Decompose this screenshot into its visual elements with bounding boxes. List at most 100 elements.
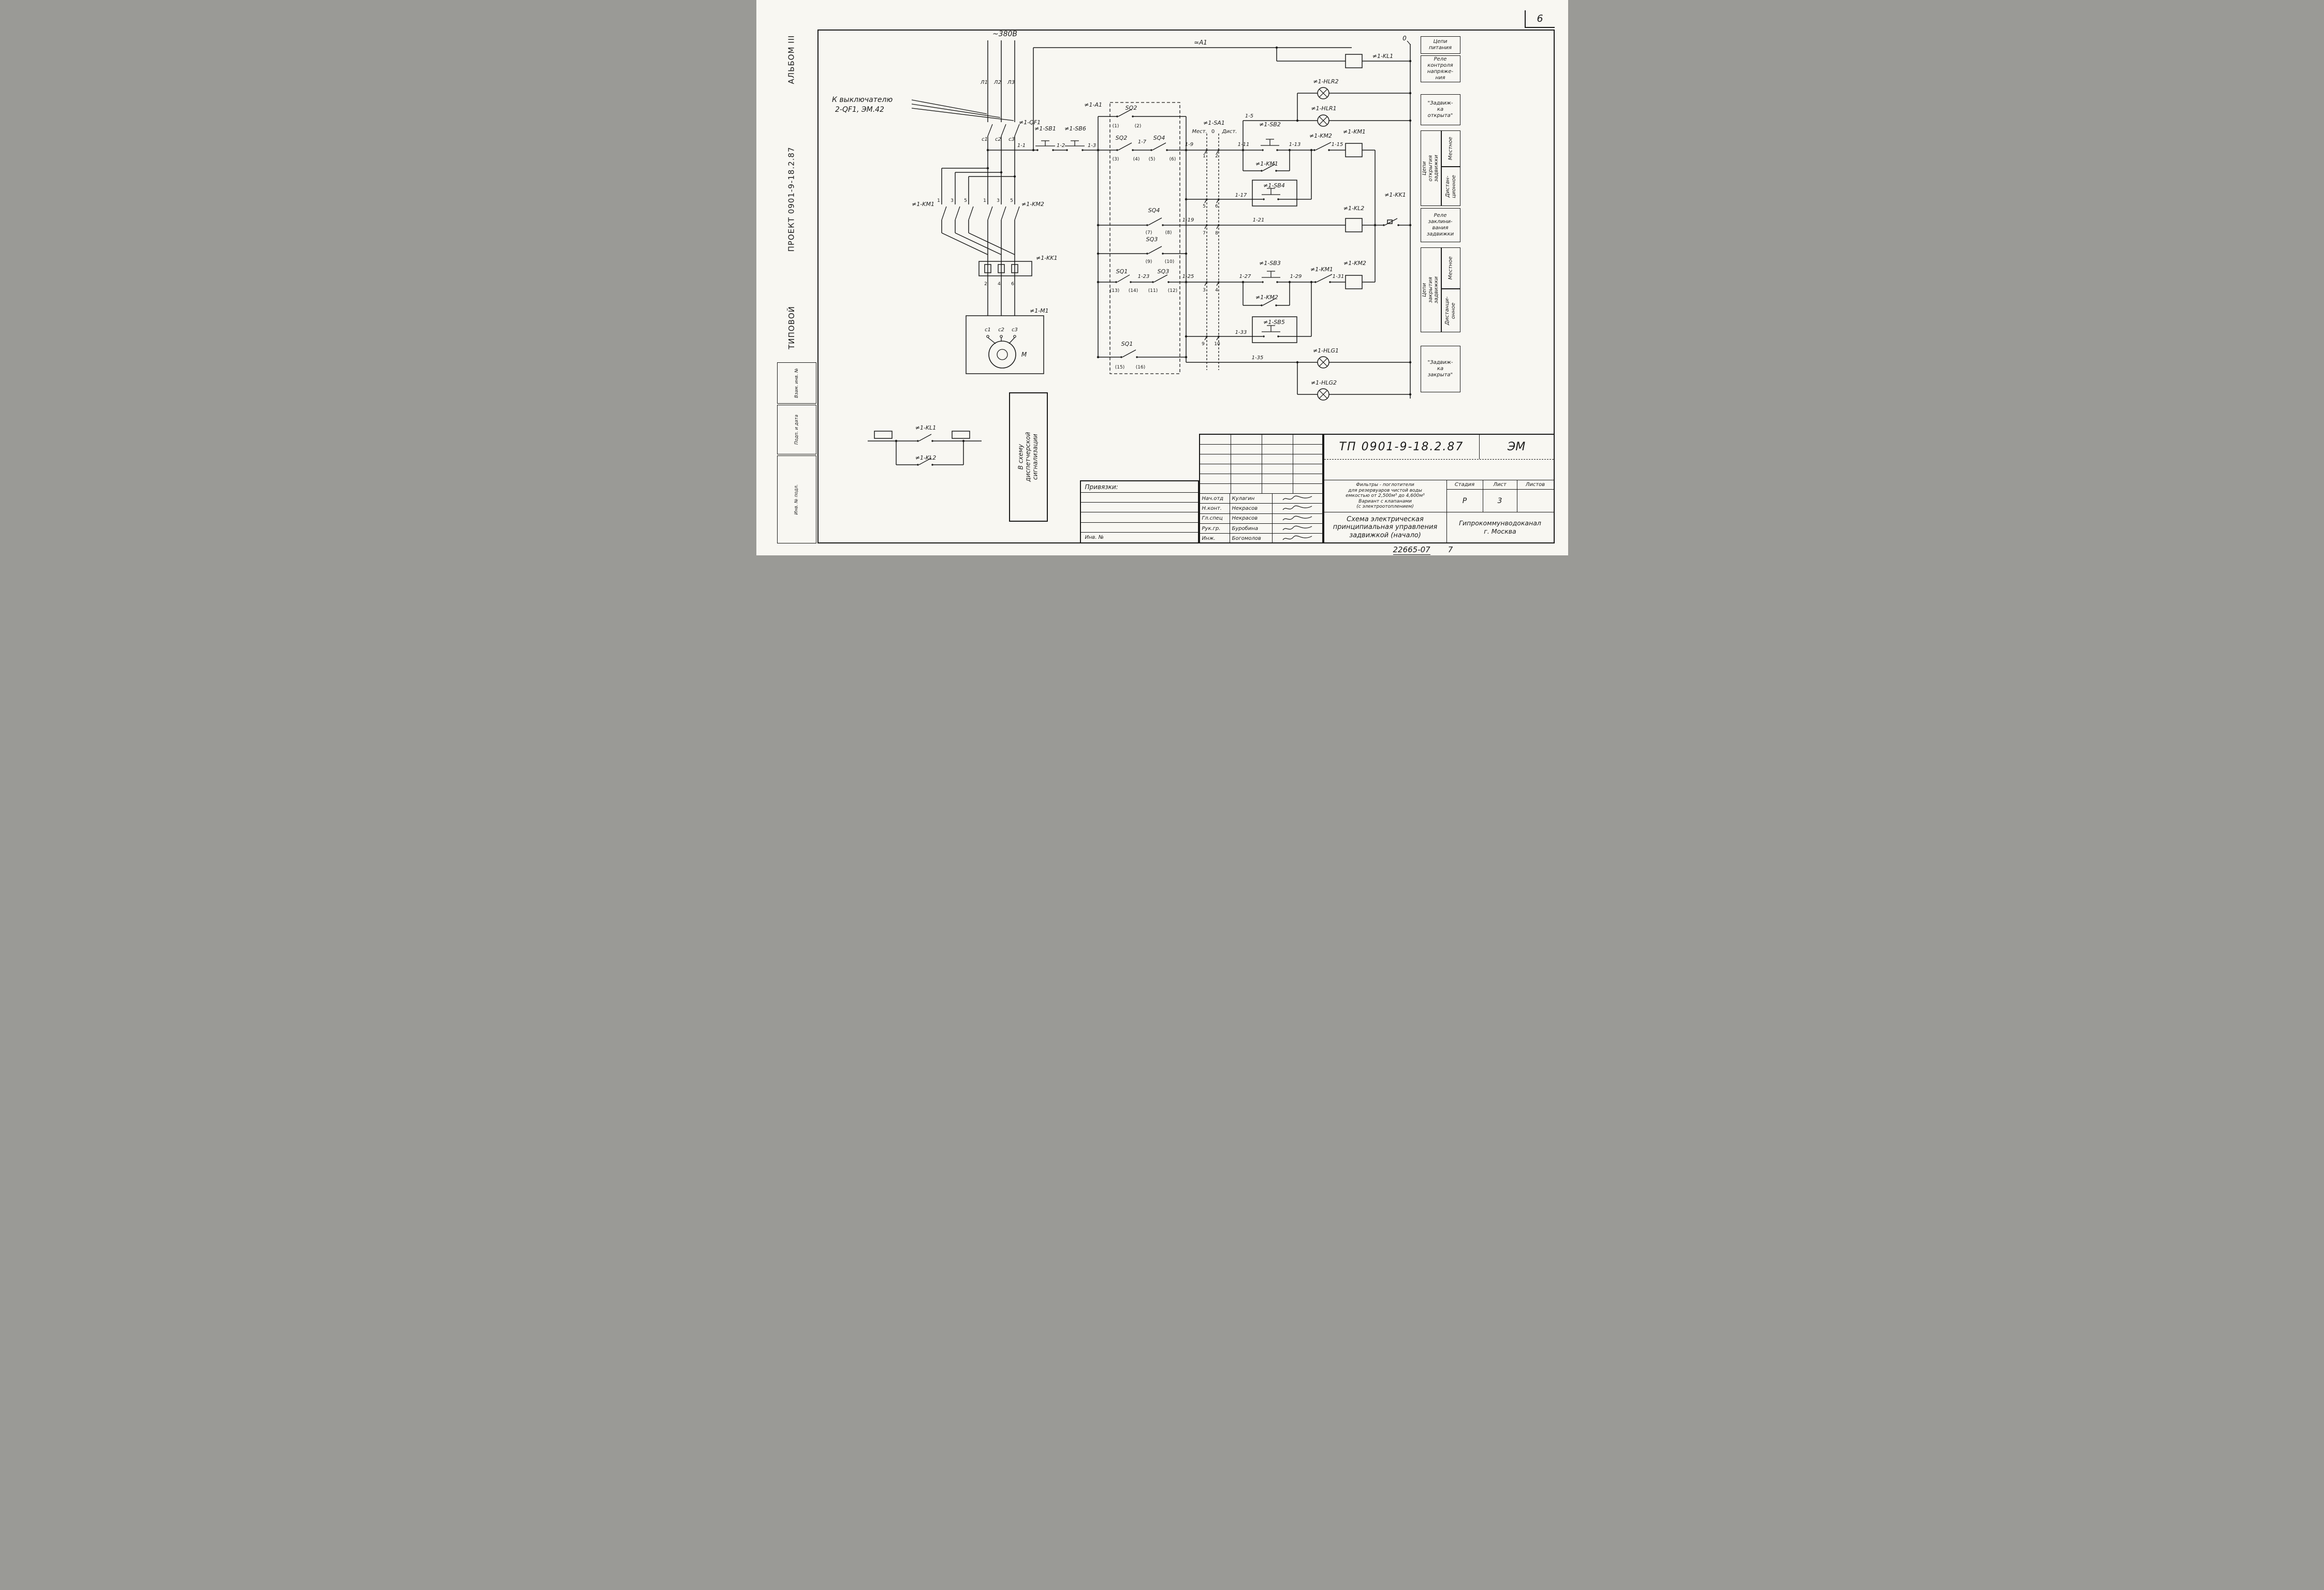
schematic-label: ≠1-KM2 [1309,132,1332,139]
func-open-circuits: Цепи открытия задвижки [1420,130,1441,206]
schematic-label: ≠1-KK1 [1036,255,1058,261]
titleblock-main: ТП 0901-9-18.2.87 ЭМ Фильтры - поглотите… [1323,434,1555,543]
sig-role: Гл.спец [1200,513,1230,524]
schematic-label: c2 [998,327,1004,333]
func-text: Дистан- ционное [1444,174,1457,198]
schematic-label: ≃А1 [1194,39,1207,46]
revision-grid [1200,435,1322,494]
contact-symbols [911,40,1410,465]
contact-terminal-dots [916,115,1399,466]
stage-sheet-grid: Стадия Лист Листов Р 3 [1446,480,1554,512]
schematic-label: 1-13 [1289,142,1300,148]
schematic-label: SQ1 [1116,268,1128,275]
schematic-label: Дист. [1221,129,1237,135]
stamp-inv-podl: Инв. № подл. [777,455,816,543]
schematic-label: (12) [1167,288,1177,293]
type-text: ТИПОВОЙ [786,305,796,349]
schematic-label: (11) [1148,288,1157,293]
thermal-contact-kk1 [1386,219,1393,224]
schematic-label: (16) [1135,365,1145,370]
margin-project-label: ПРОЕКТ 0901-9-18.2.87 [777,114,806,285]
schematic-label: 1-27 [1239,274,1251,279]
schematic-label: ≠1-KM1 [1343,128,1366,135]
schematic-label: 1-11 [1237,142,1249,148]
dashed-outlines [1109,102,1219,374]
signature-scribble [1272,514,1322,524]
schematic-label: ≠1-KL1 [1372,53,1393,60]
schematic-label: 1-9 [1185,142,1193,148]
schematic-label: (10) [1164,259,1174,264]
remote-button-box-sb5 [1251,316,1297,343]
func-open-remote: Дистан- ционное [1441,167,1460,206]
schematic-label: (3) [1112,157,1119,162]
schematic-label: М [1021,351,1027,358]
schematic-label: ≠1-KM1 [1310,266,1333,273]
schematic-label: 1-19 [1182,217,1194,223]
stage-label: Стадия [1446,480,1483,490]
schematic-label: ≠1-HLR2 [1313,78,1338,85]
sheet-label: Лист [1483,480,1517,490]
wires [867,40,1411,465]
relay-coil-kl2 [1344,218,1363,232]
schematic-label: SQ4 [1148,207,1160,214]
schematic-label: 1-5 [1245,113,1253,119]
schematic-label: ≠1-SA1 [1203,120,1225,126]
pushbutton-symbols [1035,139,1280,332]
func-open-local: Местное [1441,130,1460,167]
corner-number-text: 6 [1537,13,1543,24]
dispatcher-note-text: В схему диспетчерской сигнализации [1017,432,1039,482]
schematic-label: ≠1-SB6 [1064,125,1086,132]
schematic-label: 3 [997,198,1000,203]
schematic-label: c2 [995,137,1001,142]
schematic-label: ≠1-QF1 [1019,119,1041,126]
func-jam-relay: Реле заклини- вания задвижки [1420,208,1460,242]
schematic-label: Мест. [1192,129,1207,135]
lamp-hlg1 [1317,356,1329,369]
footer-extra-number: 7 [1448,545,1453,554]
func-close-local: Местное [1441,247,1460,289]
stamp-text: Взам. инв. № [794,368,799,398]
schematic-label: 1-35 [1251,355,1263,361]
schematic-label: ≠1-M1 [1030,307,1049,314]
stamp-text: Подп. и дата [794,415,799,445]
schematic-label: 1-25 [1182,274,1194,279]
schematic-label: 1-17 [1235,193,1247,198]
schematic-label: c3 [1008,137,1015,142]
signature-table: Нач.отд Кулагин Н.конт. Некрасов Гл.спец… [1200,494,1322,544]
lamp-hlr1 [1317,114,1329,127]
contactor-coil-km2 [1344,275,1363,289]
margin-type-label: ТИПОВОЙ [777,287,806,367]
remote-button-box-sb4 [1251,180,1297,207]
schematic-label: 2 [984,282,987,287]
sig-role: Рук.гр. [1200,523,1230,534]
junction-dots [895,46,1411,443]
schematic-label: c1 [985,327,991,333]
schematic-label: 2 [1215,154,1218,159]
func-close-remote: Дистанци- онное [1441,289,1460,332]
schematic-label: SQ3 [1146,236,1158,243]
schematic-label: c1 [982,137,988,142]
schematic-label: 3 [1203,288,1206,293]
margin-album-label: АЛЬБОМ III [777,21,806,98]
indicator-lamps [1317,87,1329,401]
func-text: Местное [1448,137,1454,160]
sheet-value: 3 [1483,490,1517,512]
sig-name: Богомолов [1230,534,1273,544]
sheets-value [1517,490,1554,512]
signature-scribble [1272,534,1322,544]
schematic-label: 1-3 [1087,143,1095,149]
sig-role: Нач.отд [1200,494,1230,504]
lamp-hlr2 [1317,87,1329,99]
sig-role: Н.конт. [1200,504,1230,514]
lamp-hlg2 [1317,388,1329,401]
schematic-label: (2) [1134,124,1141,129]
schematic-label: ~380В [992,30,1017,38]
func-text: Местное [1448,256,1454,280]
func-power-circuits: Цепи питания [1420,36,1460,54]
schematic-label: 8 [1215,231,1218,236]
schematic-label: ≠1-SB3 [1259,260,1281,267]
schematic-label: ≠1-KM2 [1021,201,1044,208]
func-text: Дистанци- онное [1444,296,1457,325]
